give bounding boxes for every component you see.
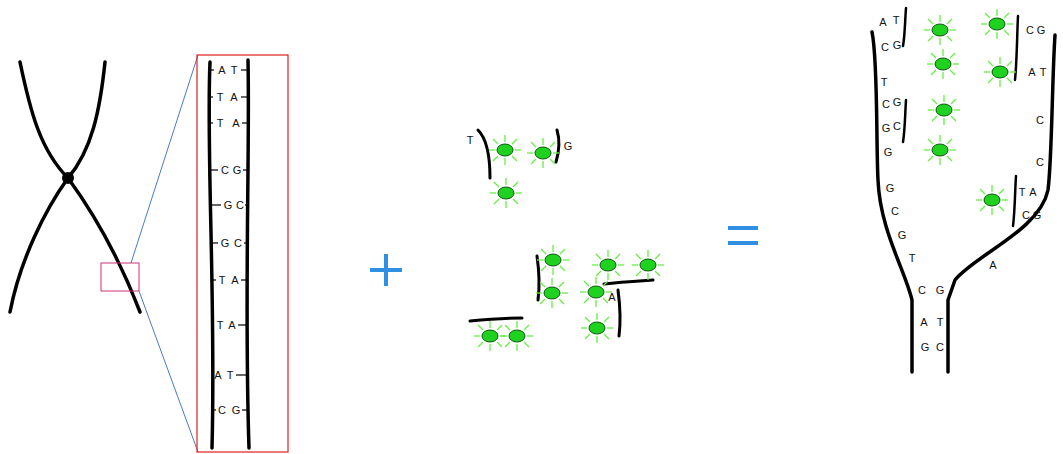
probe — [903, 8, 1018, 226]
base-letter: C — [218, 405, 226, 416]
chromosome — [10, 62, 140, 312]
base-letter: A — [218, 65, 225, 76]
base-letter: A — [231, 275, 238, 286]
base-letter: A — [920, 317, 927, 328]
base-letter: A — [1029, 187, 1036, 198]
base-letter: G — [1033, 210, 1042, 221]
base-letter: A — [1028, 67, 1035, 78]
base-letter: T — [219, 275, 226, 286]
base-letter: T — [217, 320, 224, 331]
base-letter: G — [884, 147, 893, 158]
base-letter: A — [989, 260, 996, 271]
base-letter: C — [1036, 115, 1044, 126]
base-letter: C — [891, 206, 899, 217]
base-letter: C — [1036, 157, 1044, 168]
base-bond — [208, 70, 248, 410]
base-letter: T — [217, 92, 224, 103]
base-letter: C — [1022, 210, 1030, 221]
base-letter: A — [228, 320, 235, 331]
base-letter: G — [564, 141, 573, 152]
equals-sign — [728, 228, 758, 243]
base-letter: G — [893, 40, 902, 51]
base-letter: C — [234, 238, 242, 249]
zoom-line — [139, 291, 198, 452]
dna-strand — [872, 32, 1055, 372]
base-letter: G — [224, 200, 233, 211]
base-letter: T — [227, 370, 234, 381]
base-letter: T — [467, 135, 474, 146]
base-letter: T — [1040, 67, 1047, 78]
base-letter: G — [921, 342, 930, 353]
zoom-region — [101, 263, 139, 291]
base-letter: T — [217, 118, 224, 129]
base-letter: A — [879, 17, 886, 28]
base-letter: T — [881, 77, 888, 88]
base-letter: T — [231, 65, 238, 76]
base-letter: C — [918, 285, 926, 296]
base-letter: T — [1019, 187, 1026, 198]
base-letter: A — [608, 292, 615, 303]
base-letter: C — [1026, 25, 1034, 36]
base-letter: G — [1037, 25, 1046, 36]
probe — [470, 130, 653, 336]
base-letter: A — [214, 370, 221, 381]
base-letter: C — [881, 42, 889, 53]
base-letter: T — [937, 317, 944, 328]
base-letter: C — [936, 342, 944, 353]
base-letter: C — [236, 200, 244, 211]
zoom-box — [197, 55, 288, 452]
base-letter: T — [909, 253, 916, 264]
base-letter: A — [230, 92, 237, 103]
base-letter: C — [882, 99, 890, 110]
centromere — [62, 172, 74, 184]
base-letter: G — [233, 165, 242, 176]
base-letter: G — [232, 405, 241, 416]
base-letter: C — [893, 121, 901, 132]
base-letter: C — [221, 165, 229, 176]
base-letter: A — [232, 118, 239, 129]
base-letter: G — [936, 285, 945, 296]
base-letter: G — [221, 238, 230, 249]
base-letter: T — [893, 15, 900, 26]
base-letter: G — [886, 183, 895, 194]
zoom-line — [131, 55, 198, 263]
base-letter: G — [882, 123, 891, 134]
base-letter: G — [898, 230, 907, 241]
dna-strand — [209, 60, 249, 448]
base-letter: G — [893, 97, 902, 108]
plus-sign — [370, 254, 402, 286]
